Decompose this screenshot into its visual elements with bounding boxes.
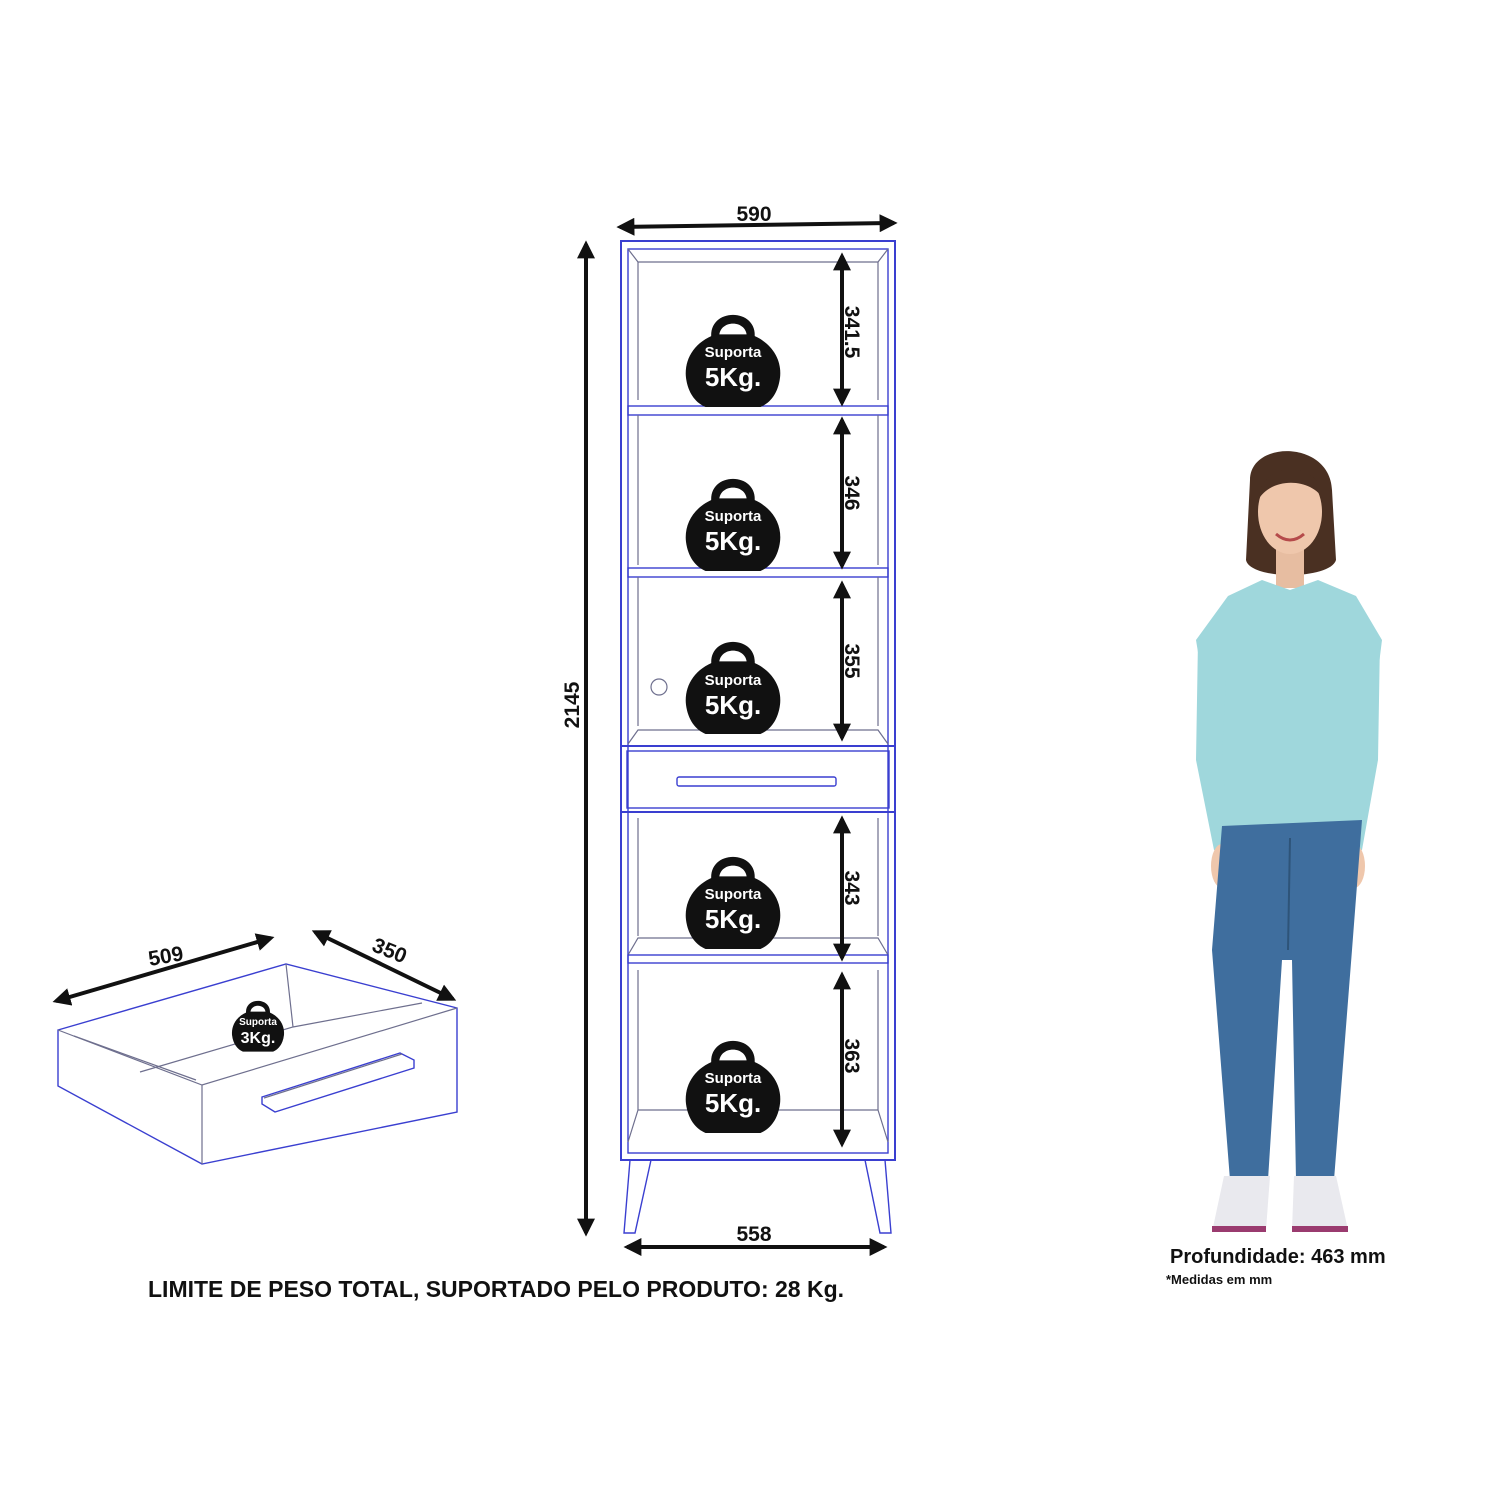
weight-badge-text-bottom: 5Kg.	[705, 1088, 761, 1118]
shelf-height-label-3: 355	[840, 643, 863, 678]
weight-badge-shelf-4: Suporta 5Kg.	[685, 856, 781, 949]
shelf-height-label-1: 341.5	[840, 306, 863, 359]
weight-badge-text-top: Suporta	[705, 1070, 762, 1087]
weight-badge-text-bottom: 3Kg.	[241, 1030, 276, 1047]
person-scale-reference	[1196, 451, 1382, 1232]
drawer-drawing	[57, 963, 458, 1165]
weight-badge-text-top: Suporta	[705, 886, 762, 903]
shelf-height-label-4: 343	[840, 870, 863, 905]
units-note: *Medidas em mm	[1166, 1272, 1273, 1287]
weight-badge-text-top: Suporta	[705, 344, 762, 361]
weight-badge-shelf-1: Suporta 5Kg.	[685, 314, 781, 407]
weight-badge-text-bottom: 5Kg.	[705, 526, 761, 556]
total-weight-limit: LIMITE DE PESO TOTAL, SUPORTADO PELO PRO…	[148, 1276, 845, 1302]
bookcase-drawing	[620, 240, 896, 1234]
weight-badge-shelf-2: Suporta 5Kg.	[685, 478, 781, 571]
shelf-height-label-2: 346	[840, 475, 863, 510]
depth-label: Profundidade: 463 mm	[1170, 1246, 1386, 1268]
weight-badge-shelf-3: Suporta 5Kg.	[685, 641, 781, 734]
weight-badge-text-bottom: 5Kg.	[705, 362, 761, 392]
weight-badge-text-top: Suporta	[705, 672, 762, 689]
weight-badge-drawer: Suporta 3Kg.	[231, 1000, 285, 1052]
dimension-arrows	[52, 214, 898, 1256]
weight-badge-text-top: Suporta	[705, 508, 762, 525]
shelf-height-label-5: 363	[840, 1038, 863, 1073]
height-total-label: 2145	[561, 681, 584, 728]
weight-badge-text-top: Suporta	[239, 1017, 277, 1028]
weight-badge-shelf-5: Suporta 5Kg.	[685, 1040, 781, 1133]
weight-badge-text-bottom: 5Kg.	[705, 690, 761, 720]
width-top-label: 590	[736, 203, 771, 226]
width-bottom-label: 558	[736, 1223, 771, 1246]
weight-badge-text-bottom: 5Kg.	[705, 904, 761, 934]
